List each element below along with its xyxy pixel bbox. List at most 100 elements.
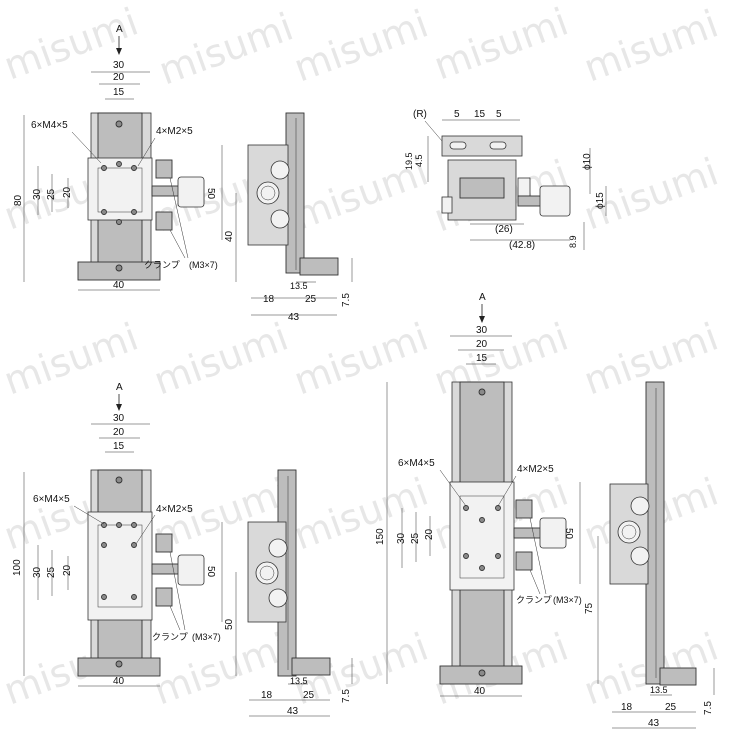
dim-8-9: 8.9 [568, 235, 578, 248]
dim-42-8: (42.8) [509, 240, 535, 251]
dim-20v: 20 [424, 528, 435, 540]
dim-7-5: 7.5 [341, 689, 352, 703]
top-view: (R) 5 15 5 19.5 4.5 ϕ10 ϕ15 (26) (42.8) … [404, 109, 607, 251]
dim-20: 20 [113, 72, 125, 83]
dim-15: 15 [113, 87, 125, 98]
clamp-size-label: (M3×7) [553, 595, 582, 605]
dim-25: 25 [410, 532, 421, 544]
clamp-knob [517, 177, 531, 197]
tap-m2-label: 4×M2×5 [517, 464, 554, 475]
watermark: misumi [428, 0, 574, 88]
dim-20v: 20 [62, 186, 73, 198]
carriage [87, 511, 153, 621]
watermark: misumi [153, 5, 299, 94]
dim-40v: 40 [224, 230, 235, 242]
feed-knob [539, 517, 567, 549]
dim-15: 15 [476, 353, 488, 364]
dim-75v: 75 [584, 602, 595, 614]
dim-50v: 50 [224, 618, 235, 630]
dim-5a: 5 [454, 109, 460, 120]
dim-18: 18 [261, 690, 273, 701]
dim-19-5: 19.5 [404, 152, 414, 170]
side-rail [645, 381, 665, 685]
tap-hole [131, 209, 137, 215]
radius-label: (R) [413, 109, 427, 120]
side-view-80: 13.5 18 25 43 7.5 [247, 112, 353, 323]
dim-13-5: 13.5 [290, 676, 308, 686]
side-foot [291, 657, 331, 676]
tap-m4-label: 6×M4×5 [398, 458, 435, 469]
dim-20: 20 [476, 339, 488, 350]
dim-26: (26) [495, 224, 513, 235]
dim-30: 30 [113, 60, 125, 71]
dim-13-5: 13.5 [290, 281, 308, 291]
dim-40: 40 [474, 686, 486, 697]
feed-shaft [151, 185, 183, 197]
dim-25: 25 [46, 566, 57, 578]
dim-25: 25 [303, 690, 315, 701]
tap-m4-label: 6×M4×5 [31, 120, 68, 131]
dim-25: 25 [305, 294, 317, 305]
dim-15: 15 [474, 109, 486, 120]
slot [489, 141, 507, 150]
front-view-100: A 30 20 15 6×M4×5 4×M2×5 クランプ (M3×7) [12, 382, 237, 687]
watermark: misumi [148, 315, 294, 404]
dim-30: 30 [113, 413, 125, 424]
dim-7-5: 7.5 [341, 293, 352, 307]
side-rail [285, 112, 305, 274]
dim-50: 50 [205, 188, 216, 200]
mount-hole [115, 120, 123, 128]
dim-20: 20 [113, 427, 125, 438]
dim-20v: 20 [62, 564, 73, 576]
carriage [87, 157, 153, 221]
dim-25: 25 [665, 702, 677, 713]
side-foot [659, 667, 697, 686]
watermark: misumi [288, 2, 434, 91]
dim-50: 50 [563, 528, 574, 540]
side-view-100: 13.5 18 25 43 7.5 [247, 469, 353, 717]
phi-15: ϕ15 [595, 192, 606, 209]
dim-80: 80 [13, 194, 24, 206]
view-mark: A [116, 382, 123, 393]
clamp-knob [155, 587, 173, 607]
front-view-80: A 30 20 15 6×M4×5 4×M2×5 クランプ (M [13, 24, 237, 291]
view-mark: A [479, 292, 486, 303]
clamp-knob [441, 196, 453, 214]
dim-43: 43 [648, 718, 660, 729]
clamp-size-label: (M3×7) [189, 260, 218, 270]
watermark: misumi [288, 315, 434, 404]
tap-m4-label: 6×M4×5 [33, 494, 70, 505]
feed-shaft [513, 527, 545, 539]
dim-43: 43 [288, 312, 300, 323]
tap-m2-label: 4×M2×5 [156, 504, 193, 515]
carriage [449, 481, 515, 591]
feed-knob [177, 554, 205, 586]
clamp-knob [515, 551, 533, 571]
dim-13-5: 13.5 [650, 685, 668, 695]
clamp-knob [155, 159, 173, 179]
side-view-150: 13.5 18 25 43 7.5 [609, 381, 715, 729]
dim-150: 150 [375, 528, 386, 545]
feed-shaft [151, 563, 183, 575]
dim-7-5: 7.5 [703, 701, 714, 715]
feed-knob [256, 181, 280, 205]
clamp-knob [270, 160, 290, 180]
mount-hole [115, 264, 123, 272]
slot [449, 141, 467, 150]
tap-hole [101, 165, 107, 171]
clamp-label: クランプ [152, 632, 188, 642]
front-view-150: A 30 20 15 6×M4×5 4×M2×5 クランプ (M3×7) [375, 292, 599, 697]
watermark: misumi [288, 470, 434, 559]
feed-shaft [517, 195, 543, 207]
tap-m2-label: 4×M2×5 [156, 126, 193, 137]
dim-43: 43 [287, 706, 299, 717]
dim-30v: 30 [32, 566, 43, 578]
dim-30v: 30 [396, 532, 407, 544]
dim-100: 100 [12, 559, 23, 576]
clamp-knob [155, 211, 173, 231]
clamp-label: クランプ [144, 260, 180, 270]
tap-hole [116, 161, 122, 167]
top-bracket [441, 135, 523, 157]
